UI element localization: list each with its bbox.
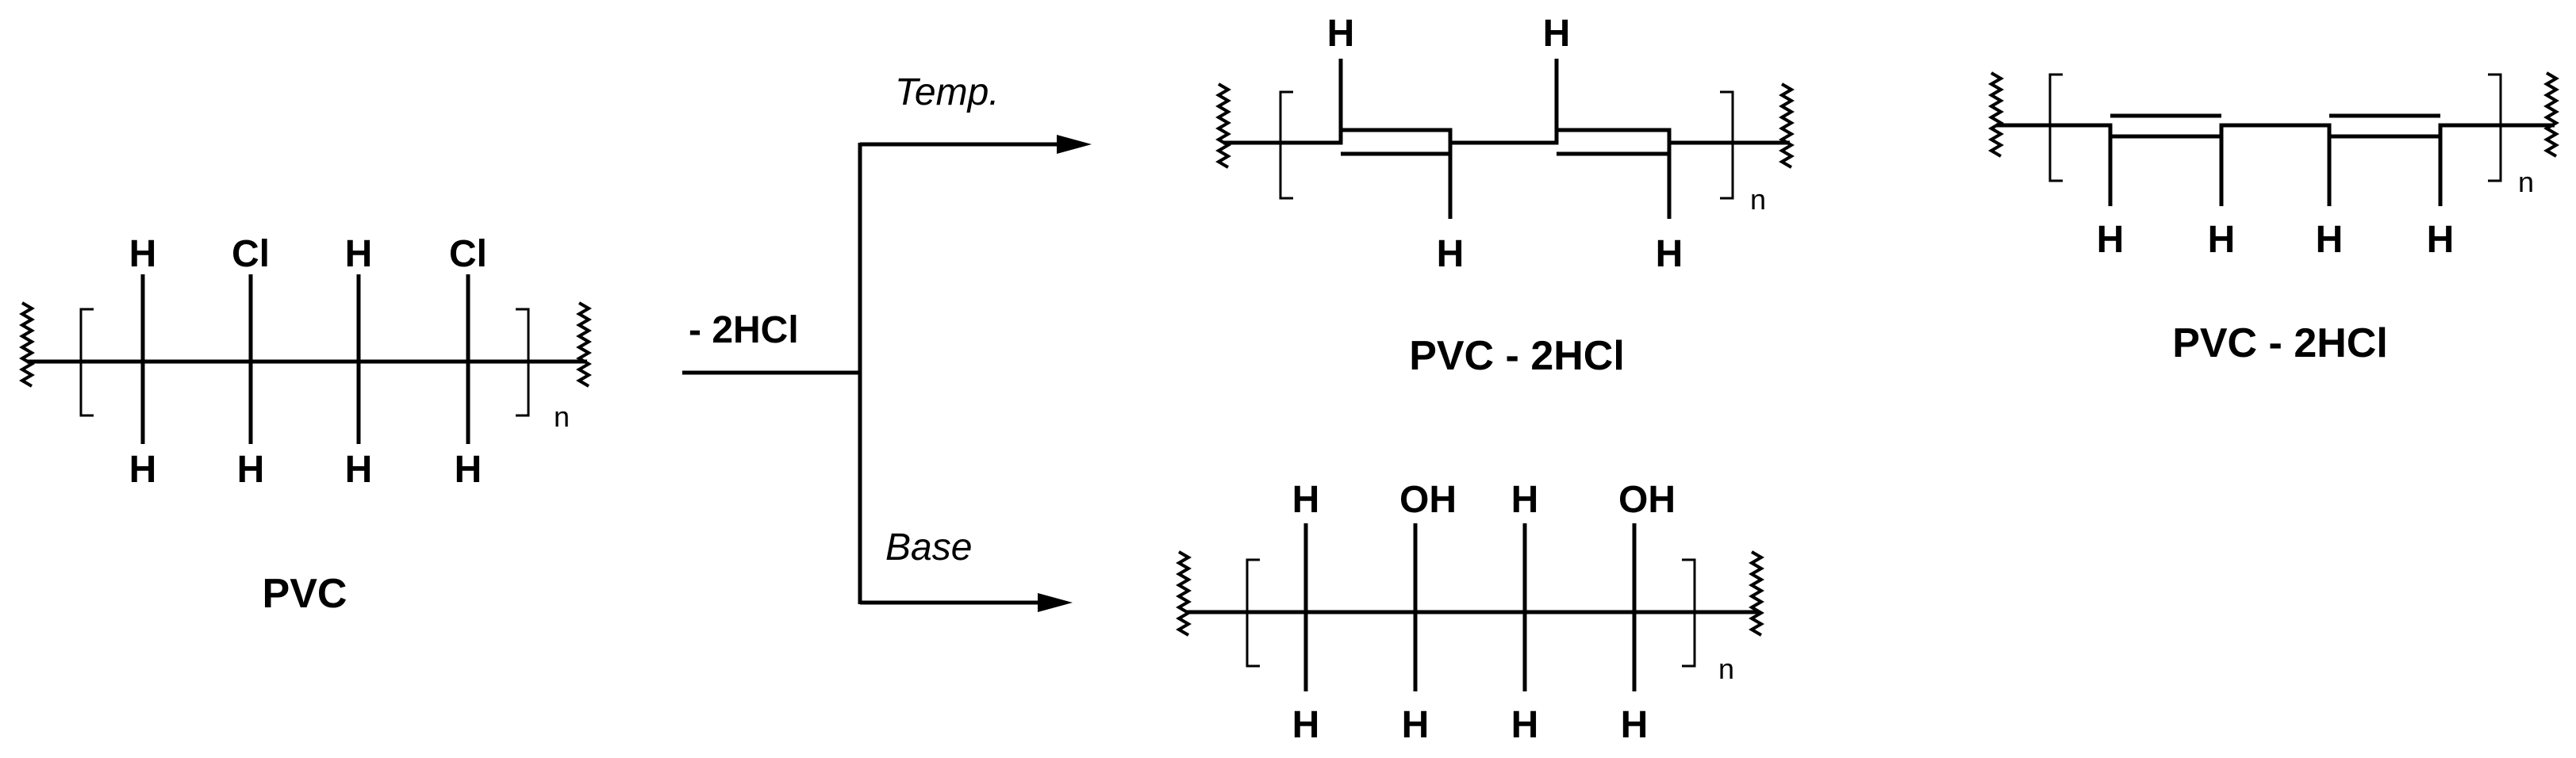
chain-end-wavy-left [1990,71,2002,158]
lower-arrowhead [1038,593,1073,612]
pva-bottom-atom: H [1402,704,1430,746]
condition-upper: Temp. [895,71,1000,113]
polyene-trans-bottom-atom: H [1656,233,1683,275]
condition-lower: Base [885,526,972,568]
pvc-bottom-atom: H [129,449,157,491]
pvc-top-atom: H [129,233,157,275]
pvc-top-atom: Cl [449,233,487,275]
pva-bottom-atom: H [1511,704,1539,746]
reaction-arrows: - 2HCl Temp. Base [682,71,1092,612]
pva-structure: H OH H OH H H H H n [1177,479,1763,746]
polyene-trans-top-atom: H [1543,13,1571,55]
chain-end-wavy-left [1217,82,1230,169]
pvc-top-atom: Cl [232,233,270,275]
pva-top-atom: H [1292,479,1320,521]
pva-bottom-atom: H [1292,704,1320,746]
chain-end-wavy-right [578,301,590,388]
pvc-structure: H Cl H Cl H H H H n PVC [21,233,590,617]
pvc-name: PVC [263,571,347,617]
pvc-top-atom: H [345,233,373,275]
upper-arrowhead [1057,135,1092,154]
repeat-index: n [554,400,570,433]
pva-top-atom: OH [1399,479,1457,521]
polyene-cis-structure: H H H H n PVC - 2HCl [1990,71,2558,366]
polyene-cis-bottom-atom: H [2097,219,2125,261]
repeat-bracket-right [2488,73,2502,182]
repeat-bracket-right [1720,90,1734,200]
polyene-cis-name: PVC - 2HCl [2172,320,2388,366]
chain-end-wavy-right [1780,82,1793,169]
repeat-bracket-left [79,308,94,417]
repeat-index: n [1718,653,1734,685]
repeat-bracket-right [516,308,530,417]
polyene-cis-bottom-atom: H [2316,219,2344,261]
pva-top-atom: H [1511,479,1539,521]
repeat-bracket-left [2048,73,2063,182]
pvc-bottom-atom: H [237,449,265,491]
polyene-cis-bottom-atom: H [2208,219,2236,261]
chain-end-wavy-left [21,301,33,388]
repeat-bracket-left [1279,90,1293,200]
reagent-label: - 2HCl [689,309,799,351]
polyene-trans-name: PVC - 2HCl [1409,333,1625,379]
backbone-bond [1223,128,1790,145]
pvc-bottom-atom: H [345,449,373,491]
chain-end-wavy-left [1177,550,1190,637]
pva-top-atom: OH [1618,479,1676,521]
repeat-bracket-right [1682,558,1696,668]
polyene-trans-bottom-atom: H [1437,233,1465,275]
repeat-index: n [1750,183,1766,216]
backbone-bond [1996,123,2555,139]
repeat-index: n [2518,166,2534,198]
pva-bottom-atom: H [1621,704,1649,746]
chain-end-wavy-right [1750,550,1763,637]
pvc-bottom-atom: H [455,449,482,491]
polyene-trans-top-atom: H [1327,13,1355,55]
chain-end-wavy-right [2545,71,2558,158]
polyene-trans-structure: H H H H n PVC - 2HCl [1217,13,1793,379]
polyene-cis-bottom-atom: H [2427,219,2455,261]
repeat-bracket-left [1246,558,1260,668]
